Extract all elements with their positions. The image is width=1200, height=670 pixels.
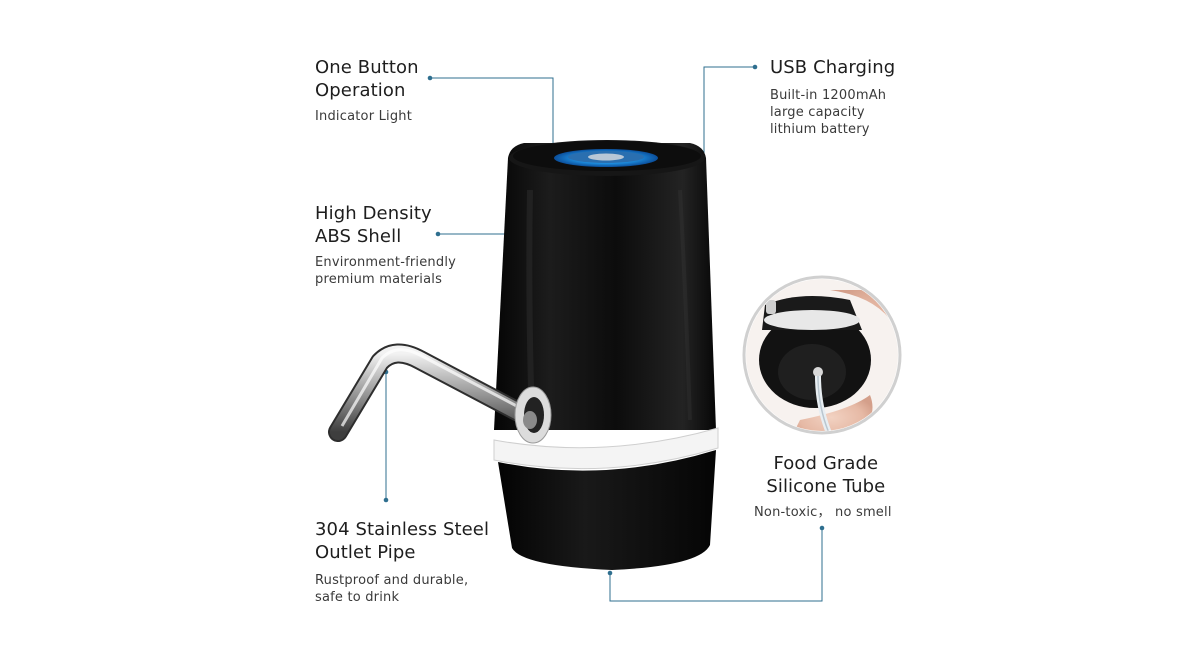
- callout-description: Built-in 1200mAh large capacity lithium …: [770, 88, 887, 137]
- outlet-pipe: [328, 343, 552, 444]
- silicone-tube-inset: [742, 275, 902, 435]
- callout-title: USB Charging: [770, 57, 896, 78]
- callout-title: One Button Operation: [315, 57, 419, 101]
- callout-title: Food Grade Silicone Tube: [766, 453, 886, 497]
- leader-line-button: [430, 77, 554, 155]
- leader-lines: [385, 66, 823, 602]
- callout-abs-shell: High Density ABS Shell Environment-frien…: [315, 202, 456, 288]
- callout-one-button-operation: One Button Operation Indicator Light: [315, 56, 419, 125]
- dispenser-base: [493, 427, 719, 570]
- dispenser-body: [494, 140, 716, 430]
- callout-title: 304 Stainless Steel Outlet Pipe: [315, 519, 490, 563]
- callout-description: Indicator Light: [315, 109, 413, 124]
- callout-description: Non-toxic， no smell: [754, 505, 892, 520]
- leader-line-usb: [703, 66, 755, 193]
- callout-usb-charging: USB Charging Built-in 1200mAh large capa…: [770, 56, 895, 138]
- callout-title: High Density ABS Shell: [315, 203, 432, 247]
- callout-outlet-pipe: 304 Stainless Steel Outlet Pipe Rustproo…: [315, 518, 489, 606]
- callout-description: Environment-friendly premium materials: [315, 255, 457, 287]
- callout-description: Rustproof and durable, safe to drink: [315, 573, 469, 605]
- callout-silicone-tube: Food Grade Silicone Tube Non-toxic， no s…: [754, 452, 892, 521]
- leader-line-tube: [609, 528, 823, 602]
